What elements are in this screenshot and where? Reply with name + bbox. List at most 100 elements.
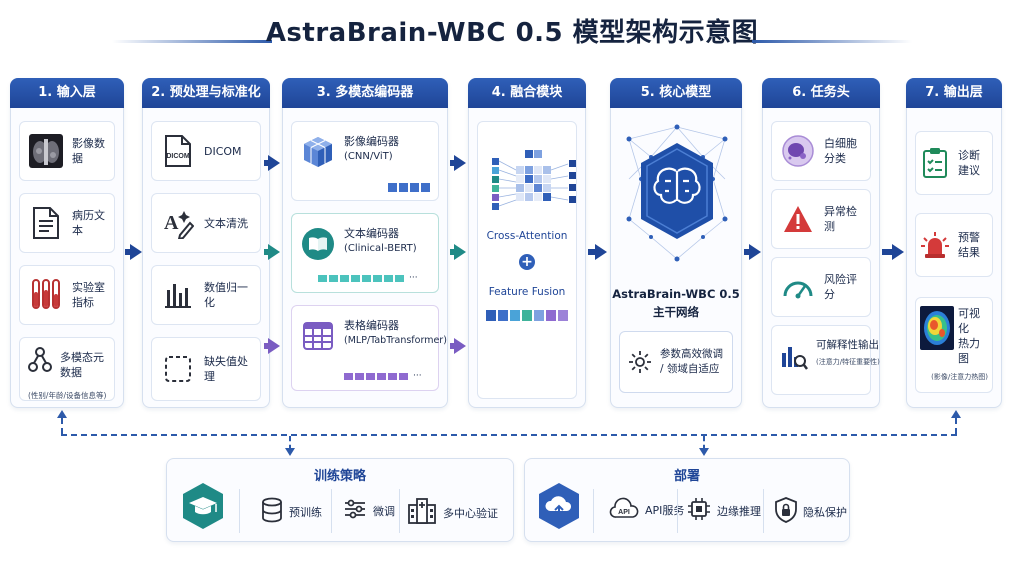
- column-core-model: 5. 核心模型 AstraBrain-WBC 0.5 主干网络 参数高效微调: [610, 78, 742, 408]
- document-icon: [28, 205, 64, 241]
- shield-lock-icon: [775, 497, 797, 526]
- item-label: 多中心验证: [443, 506, 498, 520]
- item-label: 影像数据: [72, 137, 105, 165]
- output-alert: 预警结果: [915, 213, 993, 277]
- book-icon: [300, 226, 336, 262]
- text-encoder: 文本编码器 (Clinical-BERT) ···: [291, 213, 439, 293]
- training-multicenter: 多中心验证: [407, 497, 498, 528]
- column-output-layer: 7. 输出层 诊断建议 预警结果 可视化 热力图 (影像/注: [906, 78, 1002, 408]
- attention-matrix-icon: [492, 150, 576, 210]
- item-label: 数值归一化: [204, 281, 248, 309]
- sliders-icon: [343, 497, 367, 524]
- dicom-file-icon: DICOM: [160, 133, 196, 169]
- deploy-api-service: API API服务: [609, 497, 684, 522]
- column-encoders: 3. 多模态编码器 影像编码器 (CNN/ViT) 文本编码器 (Clinica…: [282, 78, 448, 408]
- table-encoder: 表格编码器 (MLP/TabTransformer) ···: [291, 305, 447, 391]
- efficient-tuning-box: 参数高效微调 / 领域自适应: [619, 331, 733, 393]
- dicom-icon-text: DICOM: [166, 153, 190, 160]
- input-lab-metrics: 实验室指标: [19, 265, 115, 325]
- column-header: 3. 多模态编码器: [282, 78, 448, 108]
- task-explainability: 可解释性输出 (注意力/特征重要性): [771, 325, 880, 395]
- input-multimodal-metadata: 多模态元数据 (性别/年龄/设备信息等): [19, 337, 115, 401]
- brain-network-icon: [626, 124, 728, 262]
- chip-icon: [687, 497, 711, 524]
- column-header: 1. 输入层: [10, 78, 124, 108]
- column-header: 6. 任务头: [762, 78, 880, 108]
- fusion-module-panel: Cross-Attention + Feature Fusion: [477, 121, 577, 399]
- output-heatmap: 可视化 热力图 (影像/注意力热图): [915, 297, 993, 393]
- core-model-subtitle: 主干网络: [653, 305, 699, 319]
- item-label: 可解释性输出: [816, 339, 879, 351]
- gear-icon: [628, 344, 652, 380]
- warning-icon: [780, 201, 816, 237]
- column-header: 5. 核心模型: [610, 78, 742, 108]
- item-label: 风险评分: [824, 273, 857, 301]
- network-nodes-icon: [28, 346, 52, 374]
- task-anomaly-detection: 异常检测: [771, 189, 871, 249]
- database-icon: [261, 497, 283, 526]
- cloud-upload-icon: [535, 481, 583, 535]
- item-label: 微调: [373, 504, 395, 518]
- page-title: AstraBrain-WBC 0.5 模型架构示意图: [265, 18, 759, 48]
- training-pretrain: 预训练: [261, 497, 322, 526]
- column-header: 4. 融合模块: [468, 78, 586, 108]
- plus-icon: +: [519, 254, 535, 270]
- image-encoder: 影像编码器 (CNN/ViT): [291, 121, 439, 201]
- tuning-line-1: 参数高效微调: [660, 348, 723, 360]
- column-task-heads: 6. 任务头 白细胞分类 异常检测 风险评分 可解释性输出 (注: [762, 78, 880, 408]
- column-fusion: 4. 融合模块 Cross-Attention + Feature Fusion: [468, 78, 586, 408]
- item-label: 文本编码器: [344, 227, 399, 240]
- item-label: 边缘推理: [717, 504, 761, 518]
- item-label: 预训练: [289, 505, 322, 519]
- item-label: 白细胞分类: [824, 137, 857, 165]
- task-risk-score: 风险评分: [771, 257, 871, 317]
- alarm-icon: [920, 227, 950, 263]
- graduation-cap-icon: [179, 481, 227, 535]
- core-model-name: AstraBrain-WBC 0.5: [612, 287, 740, 301]
- gauge-icon: [780, 269, 816, 305]
- feature-fusion-label: Feature Fusion: [488, 286, 566, 298]
- ct-scan-icon: [28, 133, 64, 169]
- deploy-privacy: 隐私保护: [775, 497, 847, 526]
- tuning-line-2: / 领域自适应: [660, 363, 720, 375]
- item-sub-label: (MLP/TabTransformer): [344, 335, 447, 346]
- deployment-title: 部署: [673, 469, 700, 484]
- item-label: 文本清洗: [204, 216, 248, 230]
- training-strategy-panel: 训练策略 预训练 微调 多中心验证: [166, 458, 514, 542]
- column-input-layer: 1. 输入层 影像数据 病历文本 实验室指标 多模态元数据 (性: [10, 78, 124, 408]
- item-label: 病历文本: [72, 209, 105, 237]
- chart-magnify-icon: [780, 338, 808, 374]
- training-title: 训练策略: [313, 469, 366, 484]
- cell-icon: [780, 133, 816, 169]
- text-edit-icon: A: [160, 205, 196, 241]
- item-label-2: 热力图: [958, 337, 980, 365]
- missing-value-icon: [160, 351, 196, 387]
- table-icon: [300, 318, 336, 354]
- preprocess-text-cleaning: A 文本清洗: [151, 193, 261, 253]
- title-decoration-right: [752, 40, 912, 43]
- item-label: DICOM: [204, 144, 242, 158]
- item-label: 预警结果: [958, 231, 980, 259]
- title-decoration-left: [112, 40, 272, 43]
- item-sub-label: (注意力/特征重要性): [816, 358, 880, 366]
- cube-icon: [300, 134, 336, 170]
- cross-attention-label: Cross-Attention: [486, 230, 568, 242]
- clipboard-check-icon: [920, 145, 950, 181]
- item-label: 表格编码器: [344, 319, 399, 332]
- item-label: 实验室指标: [72, 281, 105, 309]
- bar-normalize-icon: [160, 277, 196, 313]
- column-header: 7. 输出层: [906, 78, 1002, 108]
- preprocess-dicom: DICOM DICOM: [151, 121, 261, 181]
- task-wbc-classification: 白细胞分类: [771, 121, 871, 181]
- deployment-panel: 部署 API API服务 边缘推理 隐私保护: [524, 458, 850, 542]
- output-diagnosis: 诊断建议: [915, 131, 993, 195]
- item-label: 缺失值处理: [204, 355, 248, 383]
- input-image-data: 影像数据: [19, 121, 115, 181]
- test-tubes-icon: [28, 277, 64, 313]
- table-embedding-bar: ···: [344, 372, 422, 381]
- item-label: 诊断建议: [958, 149, 980, 177]
- item-label: 异常检测: [824, 205, 857, 233]
- item-label: 影像编码器: [344, 135, 399, 148]
- deploy-edge-inference: 边缘推理: [687, 497, 761, 524]
